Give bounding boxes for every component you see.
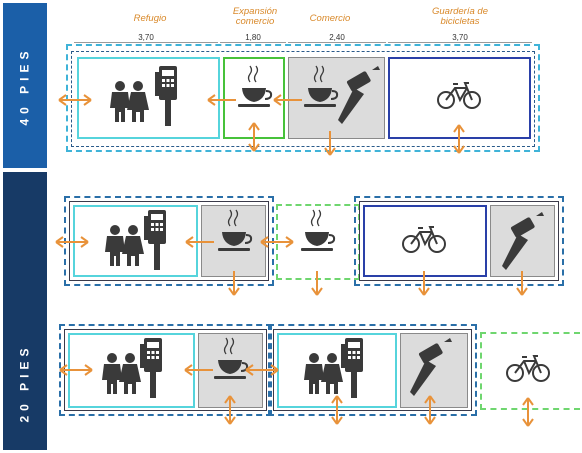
module-camera-row2 [490,205,555,277]
header-refugio: Refugio [133,13,167,24]
group-row2-right-inner [359,201,559,281]
group-row2-right [354,196,564,286]
dimension-line-expansion [220,42,286,43]
module-refugio-40 [77,57,220,139]
dimension-comercio: 2,40 [329,33,345,42]
module-expansion-40 [223,57,285,139]
dimension-line-guarderia [388,42,532,43]
module-expansion-row2 [276,204,360,280]
dimension-expansion: 1,80 [245,33,261,42]
module-refugio-row3a [68,333,195,408]
module-comercio-40 [288,57,385,139]
header-comercio: Comercio [309,13,351,24]
module-refugio-row3b [277,333,397,408]
header-guarderia: Guardería de bicicletas [432,6,488,27]
side-label-40: 40 PIES [18,45,32,126]
module-bikes-row2 [363,205,487,277]
side-label-20: 20 PIES [18,343,32,423]
module-comercio-row3 [198,333,263,408]
side-bar-20: 20 PIES [3,172,47,450]
module-bikes-row3 [480,332,580,410]
module-camera-row3 [400,333,468,408]
side-bar-40: 40 PIES [3,3,47,168]
dimension-line-comercio [288,42,386,43]
header-expansion: Expansión comercio [232,6,278,27]
dimension-line-refugio [74,42,218,43]
dimension-refugio: 3,70 [138,33,154,42]
module-bikes-40 [388,57,531,139]
module-comercio-row2 [201,205,266,277]
module-refugio-row2 [73,205,198,277]
dimension-guarderia: 3,70 [452,33,468,42]
